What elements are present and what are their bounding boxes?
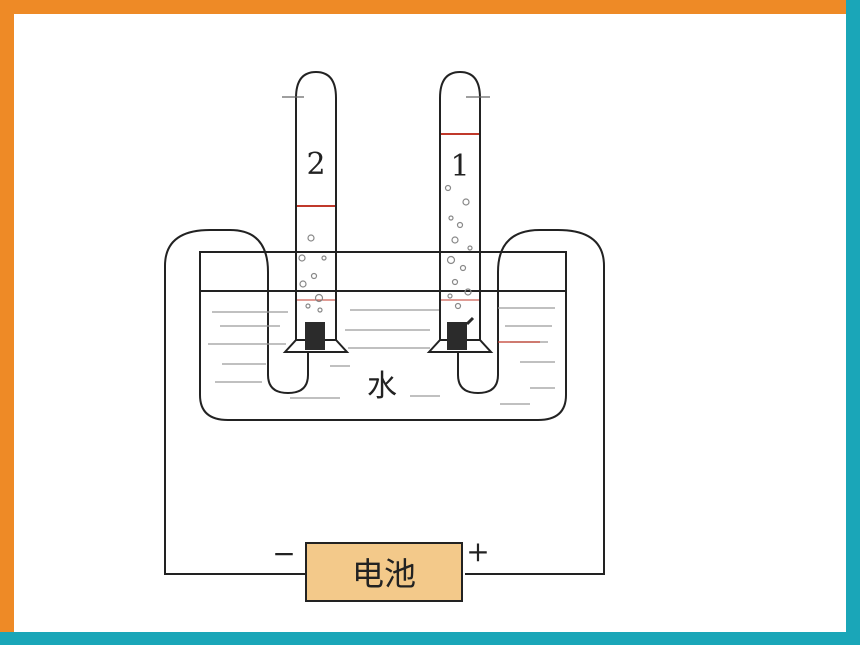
battery-label: 电池 (352, 555, 416, 593)
test-tube-left (295, 70, 337, 345)
battery-positive-sign: + (466, 535, 489, 568)
water-trough (199, 251, 567, 421)
frame-top-bar (0, 0, 860, 14)
frame-bottom-bar (0, 632, 860, 645)
frame-left-bar (0, 0, 14, 645)
wire-left (164, 229, 309, 575)
tube-left-label: 2 (306, 147, 325, 182)
tube-right-label: 1 (450, 149, 469, 184)
water-lines (208, 307, 555, 405)
electrode-left (305, 322, 325, 350)
battery-negative-sign: − (272, 537, 295, 570)
bubbles-left (298, 234, 327, 313)
water-label: 水 (367, 369, 397, 404)
wire-right (457, 229, 605, 575)
test-tube-right (439, 70, 481, 345)
electrode-right (447, 322, 467, 350)
battery (305, 542, 463, 602)
frame-right-bar (846, 0, 860, 645)
bubbles-right (444, 184, 473, 310)
electrode-right-tip (465, 316, 475, 326)
